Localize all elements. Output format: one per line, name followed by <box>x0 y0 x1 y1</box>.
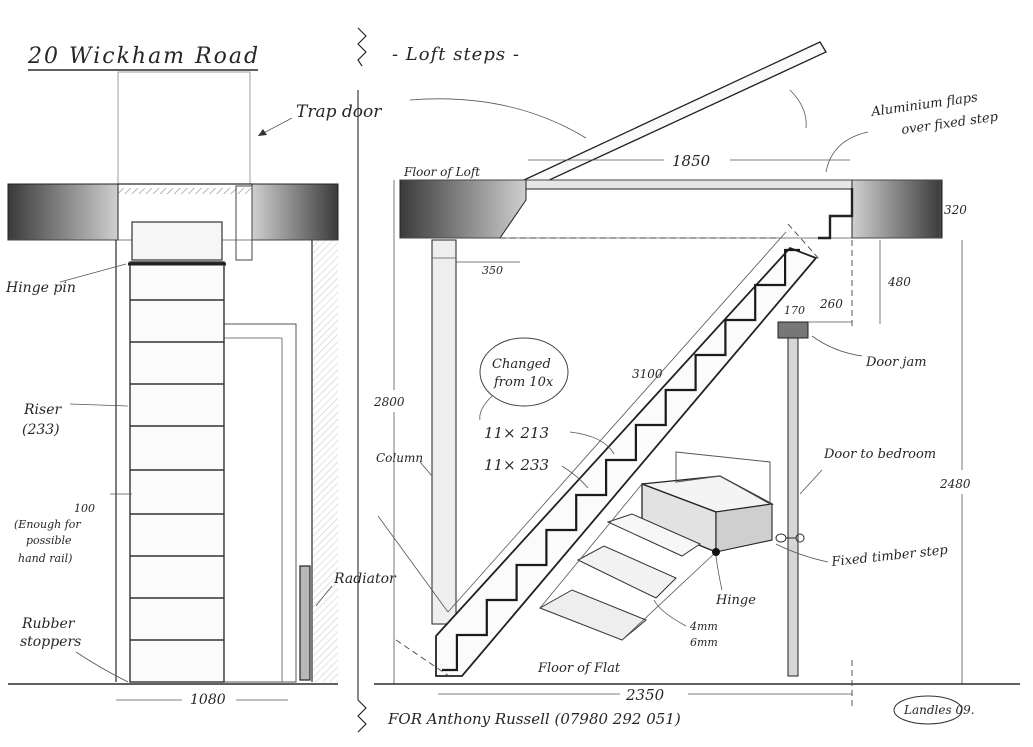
dim-480: 480 <box>887 275 911 289</box>
changed-2: from 10x <box>493 375 554 390</box>
rubber-label-1: Rubber <box>21 616 76 632</box>
count-233: 11× 233 <box>484 456 549 474</box>
steps-edge <box>539 483 643 609</box>
lid-swing-arc-2 <box>789 89 807 129</box>
ladder-top-block <box>131 221 223 261</box>
riser-label: Riser <box>23 402 62 418</box>
riser-arrow <box>69 403 129 407</box>
count-213-arrow <box>569 431 615 455</box>
front-elevation: 20 Wickham Road Trap door Hinge p <box>5 44 397 708</box>
dim-2480: 2480 <box>939 477 971 491</box>
trap-door-label: Trap door <box>296 102 382 122</box>
break-bottom <box>357 699 367 733</box>
riser-value: (233) <box>22 422 60 438</box>
floor-of-flat: Floor of Flat <box>537 661 621 676</box>
trap-door-shaft <box>117 71 251 185</box>
door-frame <box>223 323 297 683</box>
hinge-arrow <box>715 555 723 591</box>
door-to-bedroom: Door to bedroom <box>823 447 936 462</box>
gap-100: 100 <box>74 502 95 515</box>
section-divider <box>357 27 367 733</box>
count-213: 11× 213 <box>484 424 549 442</box>
handrail-note-2: possible <box>26 534 72 547</box>
dim-3100: 3100 <box>632 367 663 381</box>
hinge-pin-arrow <box>59 263 127 283</box>
lower-step-2 <box>538 589 647 641</box>
dim-2800: 2800 <box>373 395 405 409</box>
mm-arrow <box>653 599 687 627</box>
hinge-label: Hinge <box>715 593 756 608</box>
wall-hatch <box>312 240 338 682</box>
ceiling-right <box>251 183 339 241</box>
loft-opening-board <box>525 179 853 190</box>
changed-pointer <box>479 395 493 421</box>
mm4-label: 4mm <box>689 620 718 633</box>
radiator <box>299 565 311 681</box>
upper-block-side <box>715 503 773 553</box>
ceiling-hatch <box>118 188 252 194</box>
dim-3100-line <box>447 231 787 613</box>
column-label: Column <box>376 451 423 465</box>
ladder-stringer <box>129 261 225 683</box>
door-jam-arrow <box>811 335 863 357</box>
loft-floor-right <box>851 179 943 239</box>
door-jam-label: Door jam <box>865 355 927 370</box>
trap-door-arrowhead <box>258 129 267 136</box>
ladder-treads <box>130 299 224 641</box>
ladder-front <box>128 221 226 683</box>
door-handle <box>775 533 805 543</box>
changed-bubble <box>479 337 569 407</box>
rubber-label-2: stoppers <box>20 634 81 650</box>
top-fixed-step <box>818 188 854 240</box>
folded-steps-detail <box>538 451 775 641</box>
stair-top-dash <box>787 223 821 261</box>
signature: Landles 09. <box>903 703 975 717</box>
title: 20 Wickham Road <box>27 44 260 69</box>
door-post <box>787 337 799 677</box>
lid-swing-arc <box>409 98 587 139</box>
handrail-note-1: (Enough for <box>14 518 81 531</box>
slope-arrow <box>377 515 449 613</box>
break-top <box>357 27 367 67</box>
aluminium-arrow <box>825 131 869 173</box>
dim-320: 320 <box>944 203 967 217</box>
footer-note: FOR Anthony Russell (07980 292 051) <box>387 710 681 728</box>
signature-loop <box>893 695 963 725</box>
dim-1080: 1080 <box>190 692 226 708</box>
dim-170: 170 <box>784 304 805 317</box>
door-bedroom-arrow <box>799 469 823 495</box>
dim-260: 260 <box>819 297 843 311</box>
rubber-arrow <box>75 651 129 683</box>
door-jam-block <box>777 321 809 339</box>
count-233-arrow <box>561 465 589 489</box>
stair-guide-dash <box>395 639 453 679</box>
dim-1850: 1850 <box>672 152 711 170</box>
changed-1: Changed <box>492 357 551 372</box>
subtitle: - Loft steps - <box>392 44 520 65</box>
side-section: Floor of Loft 1850 Aluminium flaps over … <box>373 41 1020 706</box>
ceiling-left <box>7 183 119 241</box>
trap-frame <box>235 185 253 261</box>
floor-of-loft: Floor of Loft <box>403 165 480 179</box>
column <box>431 239 457 625</box>
hinge-dot <box>712 548 720 556</box>
column-arrow <box>419 461 433 477</box>
radiator-label: Radiator <box>333 571 397 587</box>
radiator-arrow <box>315 585 333 607</box>
fixed-step-label: Fixed timber step <box>830 543 949 570</box>
fixed-step-arrow <box>775 543 829 563</box>
steps-edge-2 <box>621 551 717 641</box>
stair-treads <box>442 248 800 672</box>
mm6-label: 6mm <box>690 636 718 649</box>
loft-floor-left <box>399 179 527 239</box>
handrail-note-3: hand rail) <box>18 552 72 565</box>
back-wall <box>675 451 771 505</box>
lower-step-1 <box>576 545 677 599</box>
hinge-pin-label: Hinge pin <box>5 280 76 296</box>
dim-2350: 2350 <box>625 686 665 704</box>
dim-350: 350 <box>482 264 503 277</box>
mid-step <box>606 513 702 557</box>
